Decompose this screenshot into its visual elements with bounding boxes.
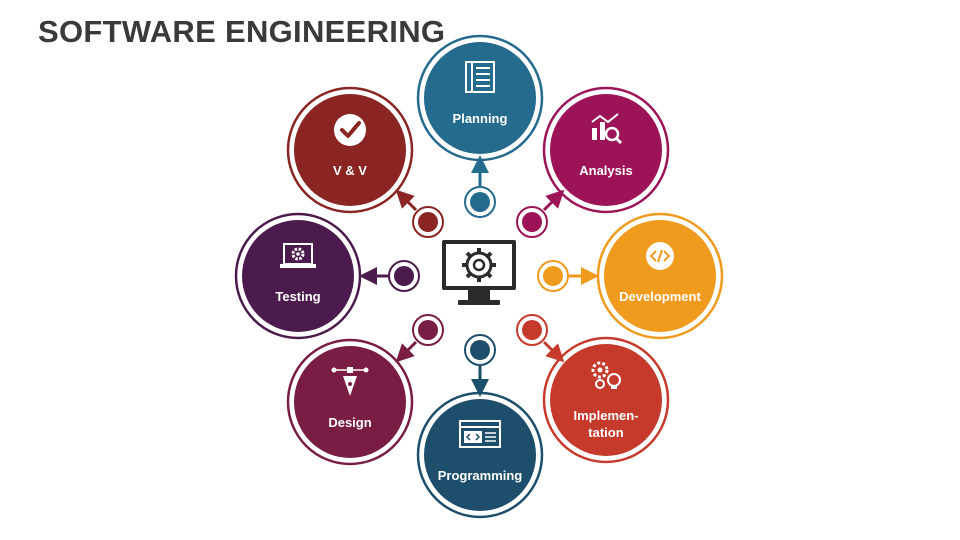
node-implementation: Implemen-tation [516, 314, 670, 464]
circle-vv [294, 94, 406, 206]
connector-testing [359, 260, 420, 292]
label-programming: Programming [438, 468, 523, 483]
chart-magnifier-icon [591, 113, 623, 145]
page-title: SOFTWARE ENGINEERING [38, 14, 446, 49]
label-analysis: Analysis [579, 163, 632, 178]
gears-lightbulb-icon [591, 361, 621, 389]
circle-development [604, 220, 716, 332]
arrow-analysis [542, 189, 565, 212]
circle-implementation [550, 344, 662, 456]
circle-planning [424, 42, 536, 154]
node-programming: Programming [416, 334, 544, 519]
arrow-implementation [542, 340, 565, 363]
laptop-gear-icon [280, 243, 316, 268]
node-vv: V & V [286, 86, 444, 238]
label-testing: Testing [275, 289, 320, 304]
label-implementation-line1: Implemen- [573, 408, 638, 423]
arrow-design [395, 340, 418, 363]
label-design: Design [328, 415, 371, 430]
label-vv: V & V [333, 163, 367, 178]
label-development: Development [619, 289, 701, 304]
computer-gear-icon [442, 240, 516, 305]
connector-analysis [516, 189, 565, 238]
code-window-icon [459, 420, 501, 448]
circle-programming [424, 399, 536, 511]
connector-implementation [516, 314, 565, 363]
pen-tool-icon [331, 367, 369, 396]
code-icon [646, 242, 674, 270]
checkmark-icon [334, 114, 366, 146]
circle-analysis [550, 94, 662, 206]
circle-design [294, 346, 406, 458]
node-design: Design [286, 314, 444, 466]
connector-programming [464, 334, 496, 397]
node-testing: Testing [234, 212, 420, 340]
node-development: Development [537, 212, 724, 340]
label-implementation-line2: tation [588, 425, 623, 440]
node-planning: Planning [416, 34, 544, 218]
connector-planning [464, 155, 496, 218]
connector-vv [395, 189, 444, 238]
label-planning: Planning [453, 111, 508, 126]
connector-design [395, 314, 444, 363]
blueprint-icon [465, 61, 495, 93]
arrow-vv [395, 189, 418, 212]
node-analysis: Analysis [516, 86, 670, 238]
connector-development [537, 260, 599, 292]
circle-testing [242, 220, 354, 332]
